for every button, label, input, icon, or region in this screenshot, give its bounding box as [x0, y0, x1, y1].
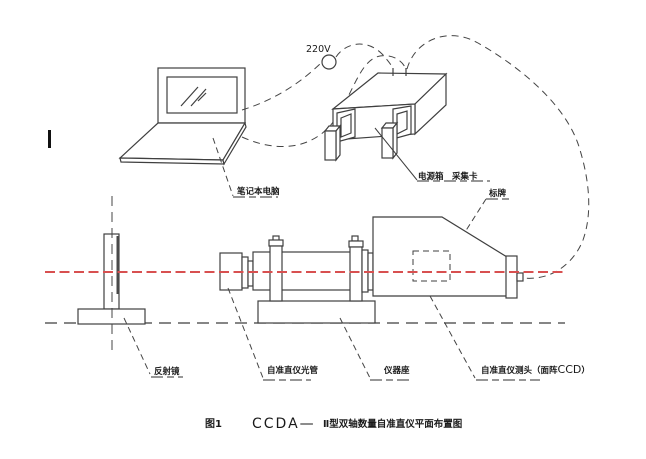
power-box-label: 电源箱 [418, 171, 444, 182]
power-box [323, 68, 448, 162]
caption-model: CCDA— [252, 416, 316, 432]
laptop-screen-inner [166, 76, 238, 114]
power-box-leader [374, 127, 418, 181]
cable-plug-to-box [335, 43, 394, 70]
caption-title: Ⅱ型双轴数量自准直仪平面布置图 [323, 418, 462, 430]
caption: 图1 CCDA— Ⅱ型双轴数量自准直仪平面布置图 [205, 416, 462, 432]
cable-laptop-to-plug [241, 62, 322, 111]
collimator-tube-label: 自准直仪光管 [267, 365, 319, 376]
base-leader [339, 317, 371, 379]
box-foot-left [323, 124, 342, 162]
mirror-surface [116, 236, 120, 294]
sensor-head [372, 216, 524, 299]
caption-figure-no: 图1 [205, 418, 222, 430]
tube-post-front [268, 235, 284, 302]
sensor-head-label: 自准直仪测头（面阵CCD） [481, 363, 590, 376]
reflector-leader [123, 317, 151, 375]
instrument-base-label: 仪器座 [383, 365, 410, 376]
nameplate-label: 标牌 [488, 188, 507, 199]
tube-leader [227, 287, 264, 379]
head-connector [516, 272, 524, 282]
capture-card-label: 采集卡 [451, 171, 478, 182]
voltage-label: 220V [306, 44, 331, 55]
reflector-label: 反射镜 [154, 366, 180, 377]
collimator-tube [219, 235, 374, 302]
nameplate-rect [412, 250, 451, 282]
laptop [118, 67, 247, 166]
cable-laptop-to-box [241, 55, 407, 147]
laptop-label: 笔记本电脑 [236, 186, 280, 197]
tube-post-rear [348, 235, 364, 302]
cursor-bar [48, 130, 51, 148]
laptop-leader [212, 137, 234, 197]
laptop-screen [157, 67, 246, 124]
instrument-base [257, 300, 376, 324]
head-leader [429, 295, 476, 379]
power-plug-circle [321, 54, 337, 70]
